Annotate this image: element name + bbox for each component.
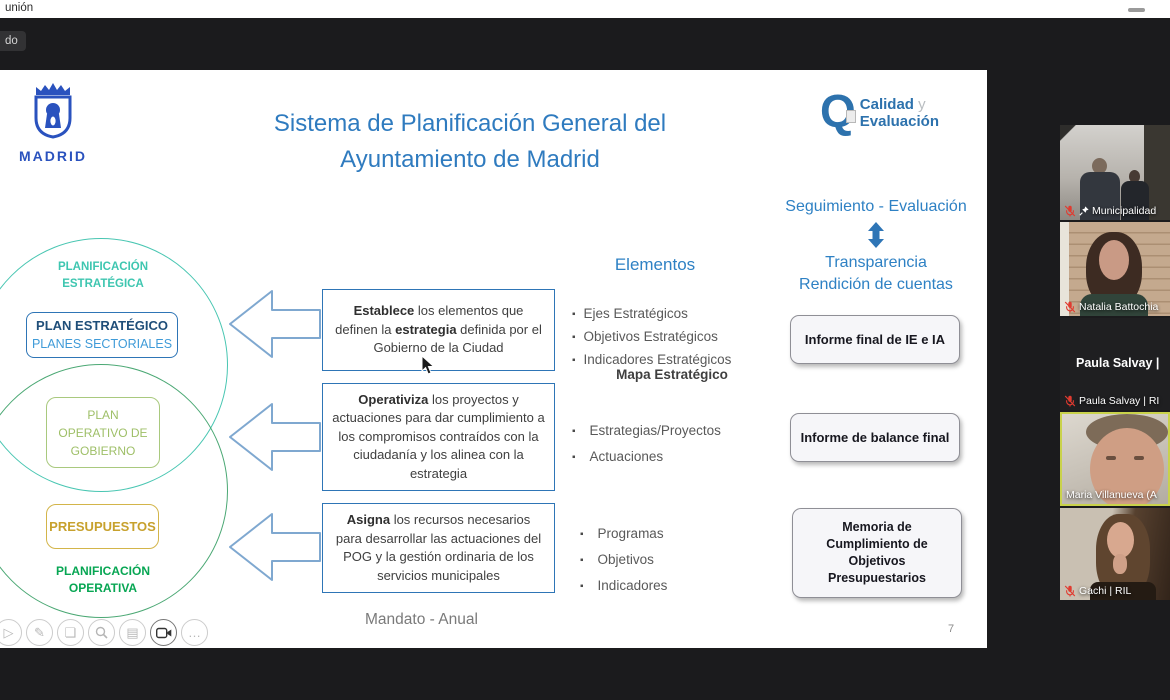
elementos-group2: Estrategias/Proyectos Actuaciones — [572, 419, 721, 471]
slide-title: Sistema de Planificación General del Ayu… — [200, 106, 740, 178]
calidad-word1: Calidad — [859, 96, 914, 113]
report-box-informe-final: Informe final de IE e IA — [790, 315, 960, 364]
process-box-establece: Establece los elementos que definen la e… — [322, 289, 555, 371]
slides-icon: ❏ — [64, 624, 77, 640]
calidad-word2: Evaluación — [859, 113, 939, 130]
list-item: Ejes Estratégicos — [572, 303, 731, 326]
shared-screen-slide: MADRID Sistema de Planificación General … — [0, 70, 987, 648]
madrid-logo: MADRID — [14, 82, 92, 164]
planificacion-estrategica-label: PLANIFICACIÓN ESTRATÉGICA — [57, 261, 149, 290]
minimize-button[interactable] — [1128, 8, 1145, 12]
mic-muted-icon — [1064, 301, 1076, 313]
participant-label: Municipalidad — [1064, 205, 1156, 217]
calidad-evaluacion-logo: Q Calidad y Evaluación — [820, 88, 939, 134]
notes-button[interactable]: ▤ — [119, 619, 146, 646]
process-box-asigna: Asigna los recursos necesarios para desa… — [322, 503, 555, 593]
slide-page-number: 7 — [948, 623, 955, 635]
mic-muted-icon — [1064, 585, 1076, 597]
list-item: Indicadores — [580, 574, 668, 600]
mandato-anual-label: Mandato - Anual — [365, 611, 478, 628]
more-button[interactable]: … — [181, 619, 208, 646]
mapa-estrategico-label: Mapa Estratégico — [616, 367, 728, 382]
plan-operativo-box: PLAN OPERATIVO DE GOBIERNO — [46, 397, 160, 468]
mic-muted-icon — [1064, 205, 1076, 217]
process-box-operativiza: Operativiza los proyectos y actuaciones … — [322, 383, 555, 491]
presupuestos-box: PRESUPUESTOS — [46, 504, 159, 549]
list-item: Programas — [580, 522, 667, 548]
calidad-conj: y — [913, 96, 926, 113]
rendicion-label: Rendición de cuentas — [799, 276, 953, 293]
pen-button[interactable]: ✎ — [26, 619, 53, 646]
left-arrow-icon — [229, 403, 321, 471]
participant-tile-maria-active-speaker[interactable]: Maria Villanueva (A — [1060, 412, 1170, 506]
window-titlebar: unión — [0, 0, 1170, 18]
pen-icon: ✎ — [34, 624, 45, 640]
camera-icon — [155, 627, 171, 638]
participant-display-name: Paula Salvay | — [1076, 356, 1160, 370]
participant-label: Maria Villanueva (A — [1066, 489, 1157, 501]
list-item: Indicadores Estratégicos — [572, 349, 732, 372]
pin-icon — [1079, 206, 1089, 216]
plan-estrategico-box: PLAN ESTRATÉGICO PLANES SECTORIALES — [26, 312, 178, 358]
elementos-heading: Elementos — [614, 255, 696, 274]
play-button[interactable]: ▷ — [0, 619, 22, 646]
slides-button[interactable]: ❏ — [57, 619, 84, 646]
participant-tile-municipalidad[interactable]: Municipalidad — [1060, 125, 1170, 220]
transparencia-label: Transparencia — [825, 254, 927, 271]
mic-muted-icon — [1064, 395, 1076, 407]
seguimiento-label: Seguimiento - Evaluación — [785, 198, 967, 215]
mouse-cursor — [421, 355, 435, 375]
report-box-balance-final: Informe de balance final — [790, 413, 960, 462]
zoom-button[interactable] — [88, 619, 115, 646]
slide-title-line1: Sistema de Planificación General del — [273, 110, 667, 137]
list-item: Objetivos — [580, 548, 667, 574]
elementos-group3: Programas Objetivos Indicadores — [580, 522, 668, 600]
presentation-toolbar: ▷ ✎ ❏ ▤ … — [0, 619, 208, 646]
list-item: Estrategias/Proyectos — [572, 419, 721, 445]
madrid-crest-icon — [34, 83, 72, 139]
madrid-logo-text: MADRID — [19, 148, 87, 164]
calidad-doc-icon — [845, 110, 856, 123]
elementos-group1: Ejes Estratégicos Objetivos Estratégicos… — [572, 303, 732, 372]
plan-estrategico-label: PLAN ESTRATÉGICO — [36, 318, 168, 333]
participant-label: Natalia Battochia — [1064, 301, 1158, 313]
share-status-chip[interactable]: do — [0, 31, 26, 51]
list-item: Actuaciones — [572, 445, 721, 471]
window-title: unión — [5, 2, 34, 14]
planes-sectoriales-label: PLANES SECTORIALES — [31, 337, 173, 351]
camera-button[interactable] — [150, 619, 177, 646]
left-arrow-icon — [229, 290, 321, 358]
participant-label: Paula Salvay | RI — [1064, 395, 1159, 407]
participant-label: Gachi | RIL — [1064, 585, 1131, 597]
play-icon: ▷ — [3, 624, 14, 640]
more-icon: … — [188, 625, 201, 640]
participant-tile-gachi[interactable]: Gachi | RIL — [1060, 508, 1170, 600]
magnifier-icon — [95, 626, 108, 639]
notes-icon: ▤ — [126, 624, 139, 640]
list-item: Objetivos Estratégicos — [572, 326, 731, 349]
double-arrow-icon — [868, 222, 884, 248]
participant-tile-paula[interactable]: Paula Salvay | Paula Salvay | RI — [1060, 318, 1170, 410]
participant-tile-natalia[interactable]: Natalia Battochia — [1060, 222, 1170, 316]
slide-title-line2: Ayuntamiento de Madrid — [340, 146, 600, 173]
left-arrow-icon — [229, 513, 321, 581]
seguimiento-flow: Seguimiento - Evaluación Transparencia R… — [778, 198, 974, 296]
planificacion-operativa-label: PLANIFICACIÓN OPERATIVA — [56, 564, 150, 595]
report-box-memoria: Memoria de Cumplimiento de Objetivos Pre… — [792, 508, 962, 598]
